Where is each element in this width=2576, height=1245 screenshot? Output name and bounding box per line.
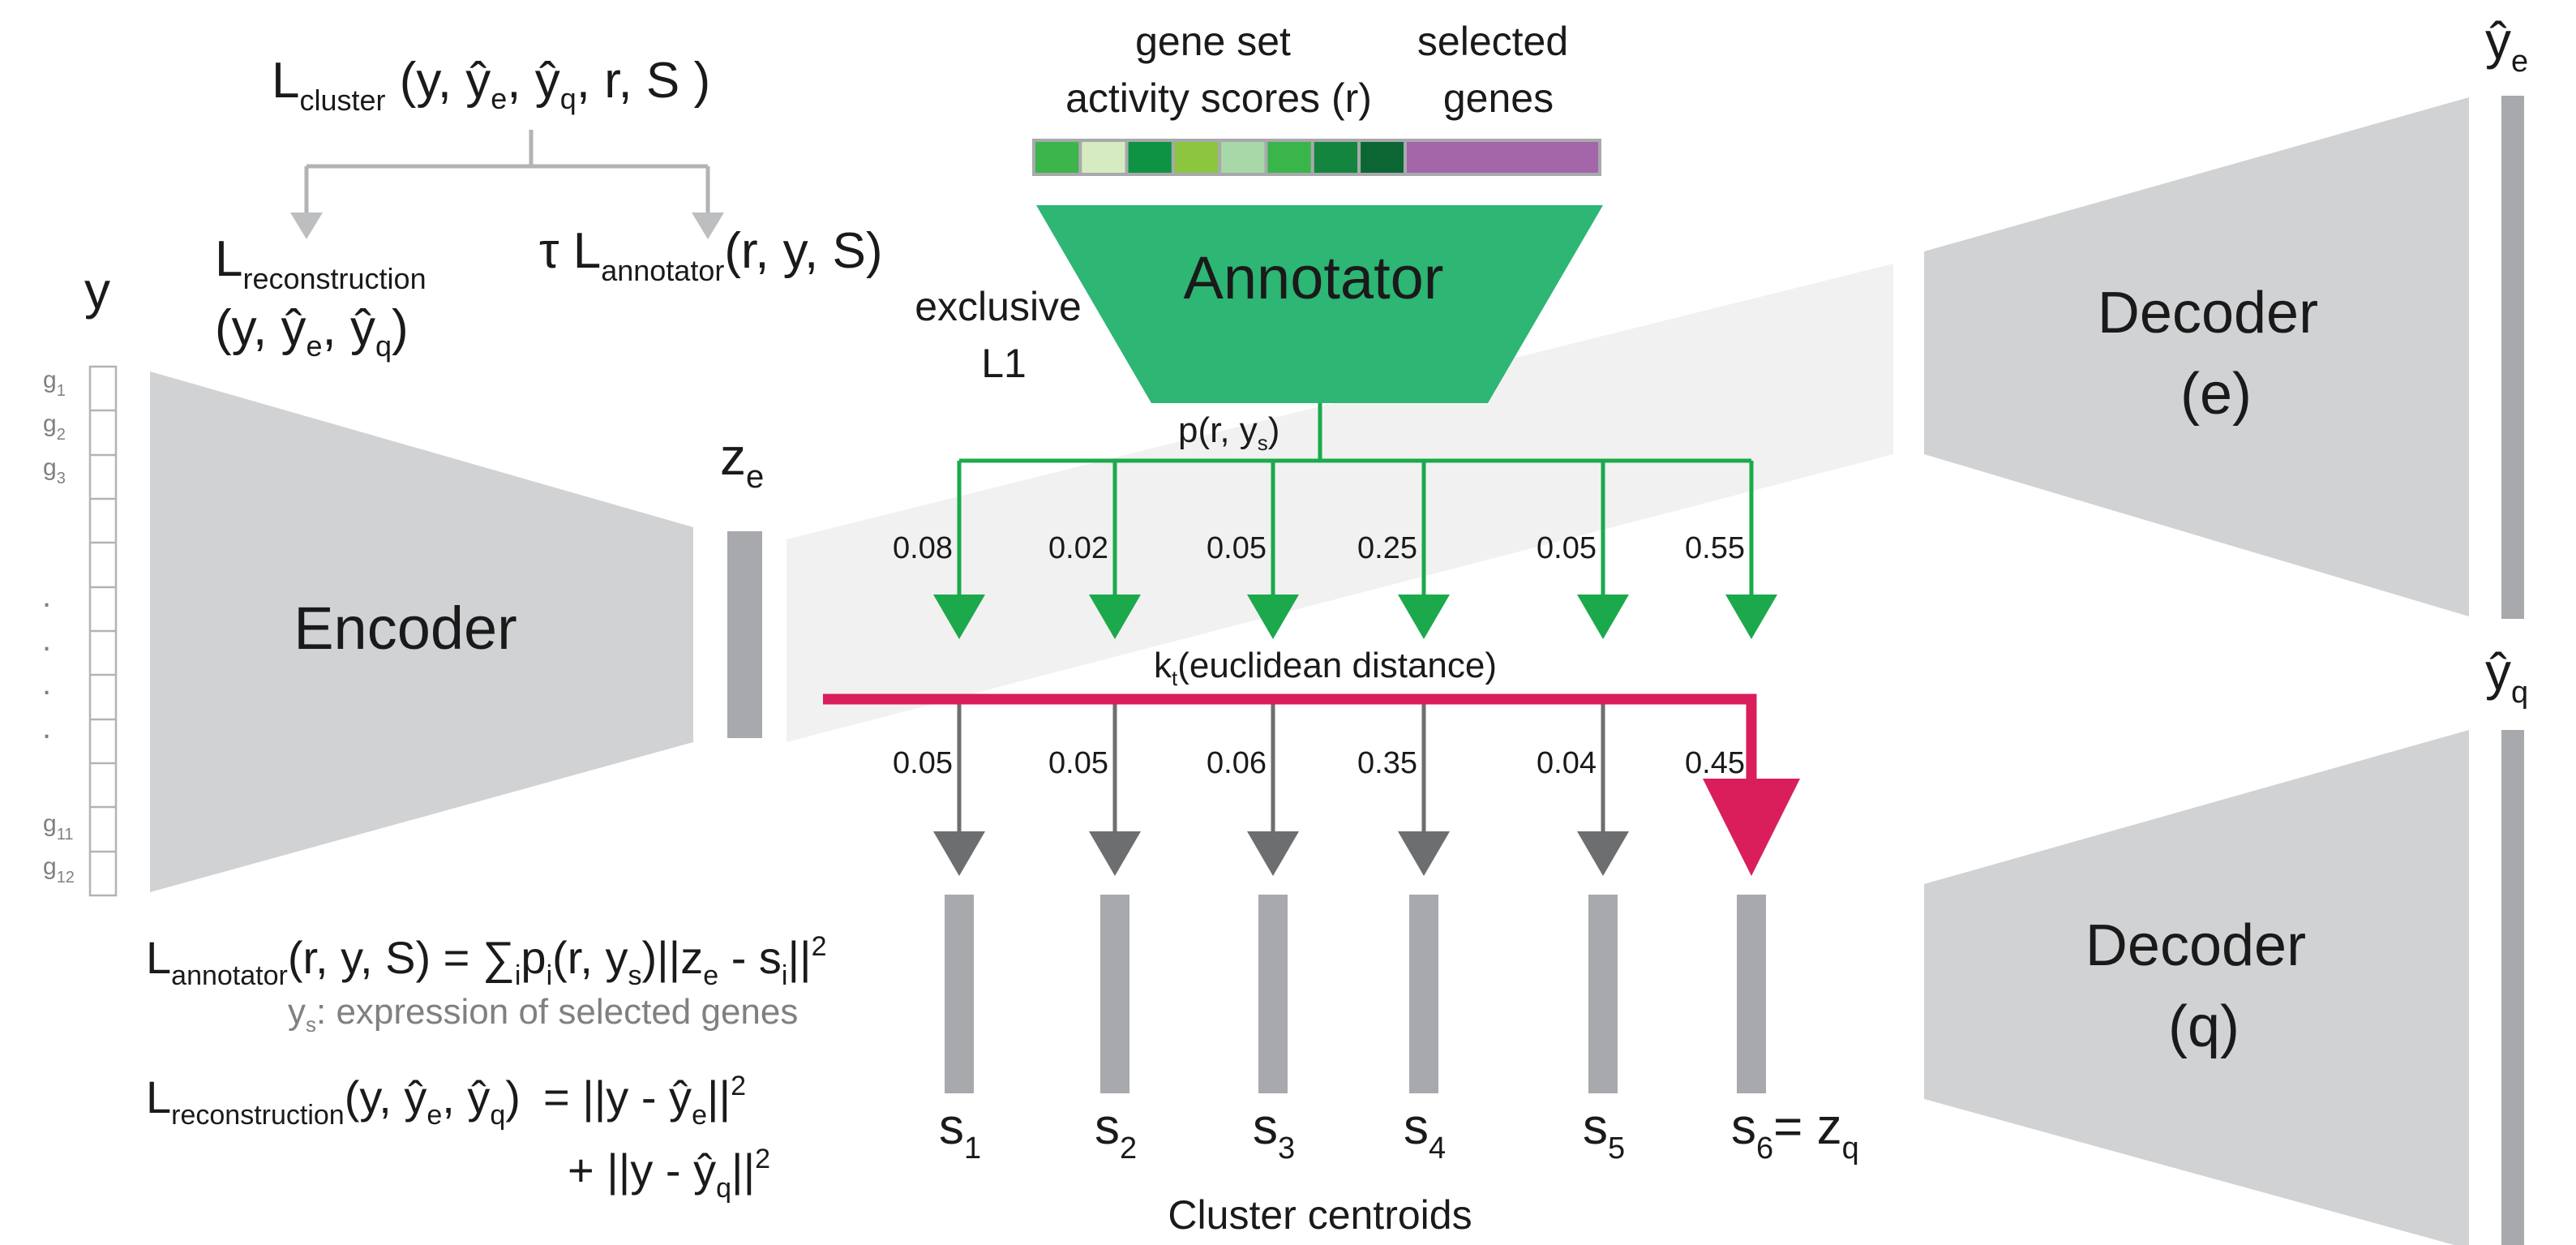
loss-tree-arrow-right	[692, 213, 724, 239]
kernel-value: 0.45	[1685, 746, 1745, 780]
kernel-arrow-head	[1089, 831, 1141, 876]
centroid-label: s3	[1253, 1099, 1295, 1166]
exclusive-l1-label: exclusive L1	[915, 284, 1093, 386]
loss-tree-lines	[304, 130, 710, 215]
centroid-bar	[1100, 895, 1129, 1093]
input-vector	[88, 365, 118, 897]
reconstruction-loss-equation-line2: + ||y - ŷq||2	[568, 1144, 770, 1204]
centroid-bars: s1 s2 s3 s4 s5 s6= zq	[939, 895, 1859, 1166]
loss-tree-arrow-left	[290, 213, 323, 239]
selected-genes-strip	[1404, 139, 1601, 176]
decoder-q-shape	[1924, 730, 2469, 1245]
score-cell	[1032, 139, 1082, 176]
svg-text:.: .	[42, 578, 51, 614]
kernel-value: 0.05	[1048, 746, 1108, 780]
prob-label: p(r, ys)	[1178, 410, 1279, 455]
prob-arrow-head	[933, 595, 985, 639]
score-cell	[1078, 139, 1129, 176]
loss-annotator: τ Lannotator(r, y, S)	[539, 223, 883, 287]
centroid-label: s5	[1583, 1099, 1625, 1166]
prob-value: 0.08	[893, 531, 953, 565]
selected-genes-header: selected genes	[1417, 19, 1579, 121]
score-cell	[1264, 139, 1314, 176]
kernel-arrow-head	[1398, 831, 1450, 876]
loss-reconstruction: Lreconstruction	[215, 231, 426, 295]
prob-value: 0.05	[1207, 531, 1267, 565]
centroid-bar	[1258, 895, 1288, 1093]
latent-label: ze	[720, 427, 764, 495]
svg-text:g11: g11	[43, 810, 73, 844]
svg-text:.: .	[42, 622, 51, 658]
centroid-bar	[1588, 895, 1618, 1093]
centroid-bar	[1409, 895, 1438, 1093]
kernel-highlight-path	[823, 693, 1757, 783]
ys-footnote: ys: expression of selected genes	[288, 992, 798, 1037]
loss-cluster: Lcluster (y, ŷe, ŷq, r, S )	[272, 53, 710, 117]
svg-text:.: .	[42, 666, 51, 702]
encoder-shape	[150, 371, 693, 892]
output-q-bar	[2501, 730, 2524, 1245]
decoder-e-shape	[1924, 97, 2469, 616]
centroid-bar	[945, 895, 974, 1093]
output-q-label: ŷq	[2485, 642, 2528, 710]
prob-arrow-head	[1725, 595, 1777, 639]
annotator-label: Annotator	[1184, 244, 1444, 311]
output-e-bar	[2501, 96, 2524, 619]
svg-text:g12: g12	[43, 853, 75, 887]
centroid-label: s4	[1404, 1099, 1446, 1166]
annotator-shape	[1036, 205, 1603, 403]
kernel-arrow-head	[933, 831, 985, 876]
input-y-label: y	[84, 261, 110, 320]
score-cell	[1357, 139, 1408, 176]
gene-set-header: gene set activity scores (r)	[1065, 19, 1372, 121]
kernel-value: 0.05	[893, 746, 953, 780]
reconstruction-loss-equation: Lreconstruction(y, ŷe, ŷq)= ||y - ŷe||2	[146, 1071, 746, 1131]
kernel-value: 0.35	[1357, 746, 1417, 780]
centroid-label: s2	[1095, 1099, 1137, 1166]
prob-arrow-head	[1247, 595, 1299, 639]
kernel-arrow-head	[1247, 831, 1299, 876]
kernel-arrow-head	[1577, 831, 1629, 876]
gene-labels: g1 g2 g3 g11 g12 . . . .	[42, 367, 75, 887]
loss-reconstruction-args: (y, ŷe, ŷq)	[215, 300, 409, 363]
score-cell	[1171, 139, 1222, 176]
prob-value: 0.05	[1537, 531, 1597, 565]
prob-arrow-head	[1089, 595, 1141, 639]
prob-value: 0.55	[1685, 531, 1745, 565]
centroid-bar	[1737, 895, 1766, 1093]
annotator-loss-equation: Lannotator(r, y, S) = ∑ipi(r, ys)||ze - …	[146, 931, 826, 991]
kernel-value: 0.06	[1207, 746, 1267, 780]
score-strip	[1032, 139, 1408, 176]
latent-band	[787, 264, 1893, 742]
decoder-q-label: Decoder (q)	[2085, 913, 2322, 1059]
latent-bar	[727, 531, 762, 738]
kernel-label: kt(euclidean distance)	[1154, 646, 1497, 690]
prob-value: 0.25	[1357, 531, 1417, 565]
encoder-label: Encoder	[294, 595, 517, 662]
svg-text:g1: g1	[43, 367, 66, 400]
decoder-e-label: Decoder (e)	[2098, 281, 2334, 427]
centroids-caption: Cluster centroids	[1168, 1192, 1472, 1238]
centroid-label: s6= zq	[1731, 1099, 1859, 1166]
score-cell	[1218, 139, 1268, 176]
prob-arrows: 0.08 0.02 0.05 0.25 0.05 0.55	[893, 403, 1777, 639]
kernel-value: 0.04	[1537, 746, 1597, 780]
kernel-highlight-head	[1703, 779, 1800, 876]
svg-text:g2: g2	[43, 410, 66, 444]
svg-text:g3: g3	[43, 454, 66, 487]
centroid-label: s1	[939, 1099, 981, 1166]
svg-text:.: .	[42, 710, 51, 745]
prob-value: 0.02	[1048, 531, 1108, 565]
prob-arrow-head	[1398, 595, 1450, 639]
kernel-arrows: 0.05 0.05 0.06 0.35 0.04 0.45	[823, 693, 1800, 876]
prob-arrow-head	[1577, 595, 1629, 639]
score-cell	[1310, 139, 1361, 176]
score-cell	[1125, 139, 1175, 176]
output-e-label: ŷe	[2485, 11, 2528, 79]
